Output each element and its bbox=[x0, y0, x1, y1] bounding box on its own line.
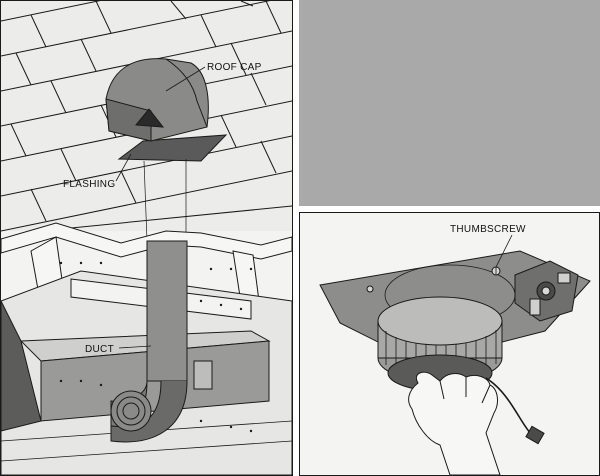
duct bbox=[110, 240, 213, 443]
leader-lines bbox=[115, 66, 206, 349]
roof-cap bbox=[105, 58, 209, 142]
roof-installation-illustration: ROOF CAP FLASHING DUCT bbox=[0, 0, 293, 476]
flashing bbox=[117, 134, 228, 162]
thumbscrew-leader bbox=[495, 234, 513, 268]
roof-installation-drawing: ROOF CAP FLASHING DUCT bbox=[1, 1, 292, 475]
nail-dots bbox=[59, 261, 253, 433]
hand bbox=[408, 371, 501, 475]
blower-wheel bbox=[377, 296, 503, 392]
screw bbox=[366, 285, 374, 293]
thumbscrew-label: THUMBSCREW bbox=[450, 224, 526, 235]
motor-bracket bbox=[514, 260, 579, 322]
fan-removal-drawing: THUMBSCREW bbox=[319, 224, 591, 475]
thumbscrew bbox=[491, 266, 501, 276]
fan-removal-illustration: THUMBSCREW bbox=[299, 212, 600, 476]
alignment-lines bbox=[143, 159, 187, 242]
power-cord bbox=[485, 377, 545, 445]
roof-cap-label: ROOF CAP bbox=[207, 62, 262, 73]
duct-label: DUCT bbox=[85, 344, 114, 355]
gray-blank-panel bbox=[299, 0, 600, 206]
flashing-label: FLASHING bbox=[63, 179, 115, 190]
shingle-roof bbox=[1, 1, 292, 232]
